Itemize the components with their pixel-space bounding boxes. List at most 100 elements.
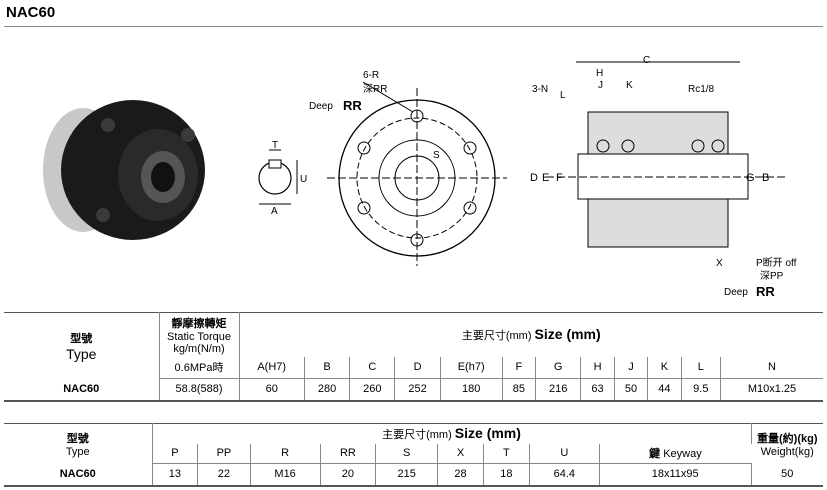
label-k: K [626,80,633,91]
value-cell: 252 [394,378,441,401]
col-header: S [375,443,439,464]
size-header-en: Size (mm) [454,425,521,442]
torque-header-en: Static Torque [166,330,231,343]
torque-cell: 58.8(588) [159,378,240,401]
value-cell: 180 [440,378,503,401]
value-cell: 215 [375,463,439,486]
label-g: G [746,172,755,184]
col-header: G [535,356,582,379]
col-header: B [304,356,351,379]
type-header: 型號 Type [4,423,153,464]
front-view-drawing: 6-R 深RR Deep RR S [309,70,507,266]
photo-bore-inner [151,162,175,192]
col-header: D [394,356,441,379]
label-rr-deep-cn: 深RR [363,83,387,95]
table-row: NAC60 13 22 M16 20 215 28 18 64.4 18x11x… [4,463,823,486]
type-header: 型號 Type [4,312,160,379]
bolt-hole [357,141,371,155]
bolt-hole [357,201,371,215]
type-header-cn: 型號 [70,332,93,345]
type-header-en: Type [65,445,90,458]
label-u: U [300,174,307,185]
photo-bolt [101,118,115,132]
model-cell: NAC60 [4,463,153,486]
label-n: 3-N [532,84,548,95]
value-cell: 9.5 [681,378,721,401]
label-rr-deep-en: Deep [309,101,333,112]
label-t: T [272,140,278,151]
label-rr-count: 6-R [363,70,379,81]
col-header: U [529,443,600,464]
bearing [691,139,705,153]
bolt-hole [463,201,477,215]
value-cell: 60 [239,378,305,401]
col-header: F [502,356,537,379]
value-cell: 50 [781,468,794,480]
value-cell: M16 [250,463,321,486]
label-s: S [433,150,440,161]
label-d: D [530,172,538,184]
col-header: J [614,356,649,379]
value-cell: 63 [580,378,615,401]
value-cell: 260 [349,378,396,401]
model-cell: NAC60 [4,378,160,401]
size-header-en: Size (mm) [534,326,601,343]
label-b: B [762,172,769,184]
side-section-drawing: C H J K 3-N L Rc1/8 D E F G B X P断开 off … [530,55,797,299]
bolt-hole [463,141,477,155]
weight-header-en: Weight(kg) [760,445,814,458]
col-header: P [152,443,199,464]
title-divider [4,26,823,27]
col-header: RR [320,443,377,464]
value-cell: 18x11x95 [599,463,752,486]
label-h: H [596,68,603,79]
value-cell: 22 [197,463,251,486]
col-header: N [720,356,823,379]
page-title: NAC60 [6,4,56,21]
label-l: L [560,90,566,101]
type-header-cn: 型號 [66,432,89,445]
keyway [268,159,282,169]
keyway-header: 鍵 Keyway [599,443,751,464]
weight-header-cn: 重量(約)(kg) [757,432,818,445]
label-rr: RR [343,98,362,113]
col-header: K [647,356,682,379]
value-cell: 13 [152,463,199,486]
torque-header-cn: 靜摩擦轉矩 [171,317,227,330]
value-cell: M10x1.25 [747,383,797,396]
label-pp-en: Deep [724,287,748,298]
value-cell: 216 [535,378,582,401]
size-header: 主要尺寸(mm) Size (mm) [152,423,752,444]
label-p: P断开 off [756,256,797,269]
bearing [711,139,725,153]
leader-rr [362,81,414,113]
value-cell: 85 [502,378,537,401]
col-header: A(H7) [239,356,305,379]
label-e: E [542,172,549,184]
value-cell: 20 [320,463,377,486]
value-cell: 44 [647,378,682,401]
photo-bolt [96,208,110,222]
col-header: R [250,443,321,464]
value-cell: 50 [614,378,649,401]
keyway-header-cn: 鍵 [649,448,661,461]
photo-bolt [181,128,195,142]
bearing [621,139,635,153]
col-header: C [349,356,396,379]
spec-table-2: 型號 Type 主要尺寸(mm) Size (mm) 重量(約)(kg) Wei… [4,423,823,487]
col-header: E(h7) [440,356,503,379]
size-header: 主要尺寸(mm) Size (mm) [239,313,823,357]
col-header: L [681,356,721,379]
label-rc: Rc1/8 [688,84,715,95]
upper-housing [587,111,729,155]
label-c: C [643,55,650,66]
spec-table-1: 型號 Type 靜摩擦轉矩 Static Torque kg/m(N/m) 主要… [4,312,823,402]
type-header-en: Type [66,345,97,362]
value-cell: 64.4 [529,463,600,486]
table-row: NAC60 58.8(588) 60 280 260 252 180 85 21… [4,378,823,401]
size-header-cn: 主要尺寸(mm) [382,429,452,442]
col-header: PP [197,443,251,464]
label-f: F [556,172,563,184]
col-header: H [580,356,615,379]
lower-housing [587,198,729,248]
